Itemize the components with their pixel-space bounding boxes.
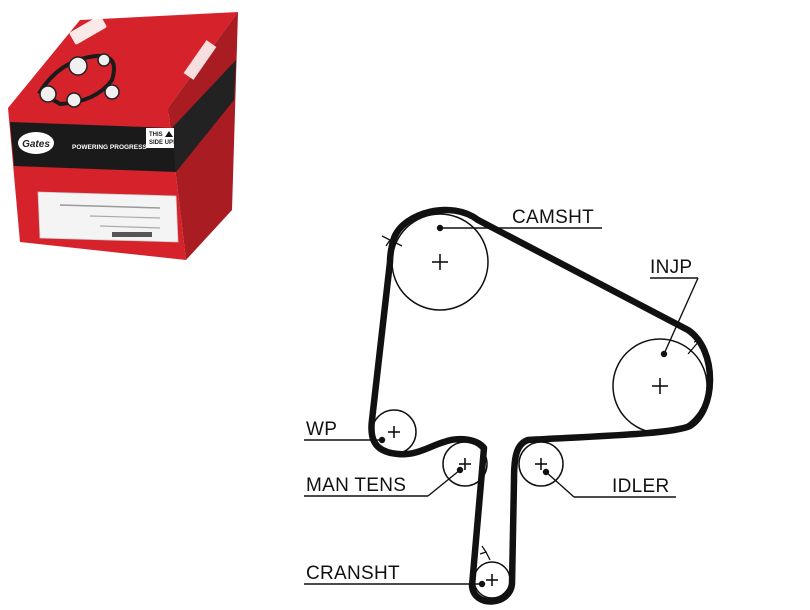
box-black-band — [10, 122, 176, 172]
timing-belt — [368, 206, 714, 605]
label-water-pump: WP — [306, 419, 337, 440]
sticker-line-1: THIS — [149, 132, 163, 138]
box-top-belt-image — [37, 53, 120, 108]
product-box-illustration: Gates POWERING PROGRESS™ THIS SIDE UP! — [8, 12, 238, 260]
sticker-line-2: SIDE UP! — [149, 140, 175, 146]
label-injection-pump: INJP — [650, 257, 692, 278]
box-slogan: POWERING PROGRESS™ — [72, 144, 153, 151]
label-crankshaft: CRANSHT — [306, 563, 400, 584]
gates-logo: Gates — [18, 132, 54, 154]
label-idler: IDLER — [612, 476, 669, 497]
gates-logo-text: Gates — [22, 139, 50, 150]
this-side-up-sticker: THIS SIDE UP! — [146, 128, 175, 148]
label-manual-tensioner: MAN TENS — [306, 475, 406, 496]
pulley-center-marks — [388, 254, 668, 586]
box-top-face — [8, 12, 238, 108]
label-camshaft: CAMSHT — [512, 207, 594, 228]
timing-marks — [381, 235, 702, 561]
box-side-branding — [183, 40, 217, 80]
timing-belt-diagram: CAMSHT INJP WP MAN TENS IDLER CRANSHT — [304, 206, 714, 605]
leader-lines — [304, 224, 699, 588]
